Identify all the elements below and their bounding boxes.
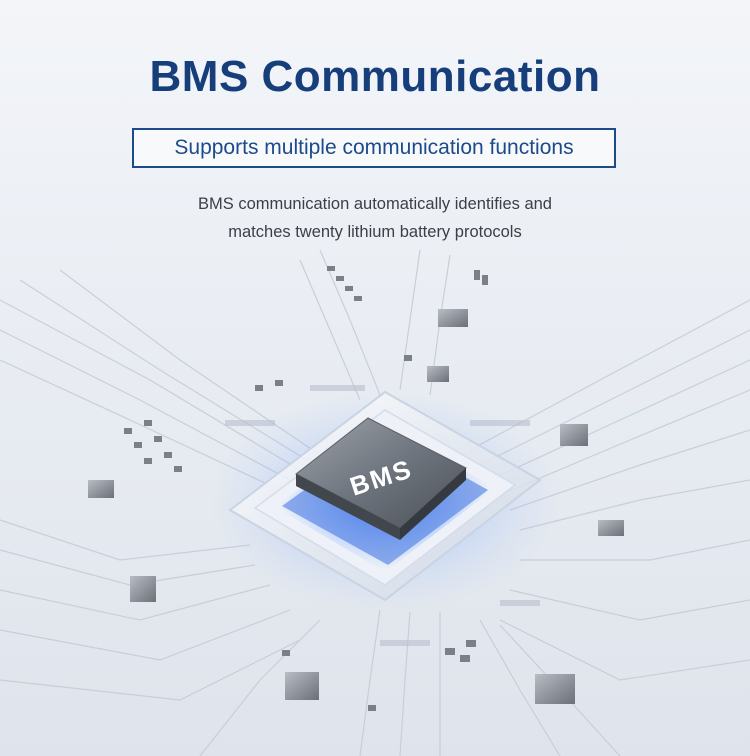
small-components: [88, 266, 624, 711]
circuit-board-illustration: BMS: [0, 249, 750, 756]
page-title: BMS Communication: [149, 52, 601, 101]
description-line-2: matches twenty lithium battery protocols: [228, 223, 522, 241]
subtitle-text: Supports multiple communication function…: [174, 136, 574, 159]
subtitle-box: Supports multiple communication function…: [132, 128, 616, 168]
description-line-1: BMS communication automatically identifi…: [197, 195, 552, 213]
chip-assembly: BMS: [210, 390, 560, 610]
description: BMS communication automatically identifi…: [0, 190, 750, 246]
